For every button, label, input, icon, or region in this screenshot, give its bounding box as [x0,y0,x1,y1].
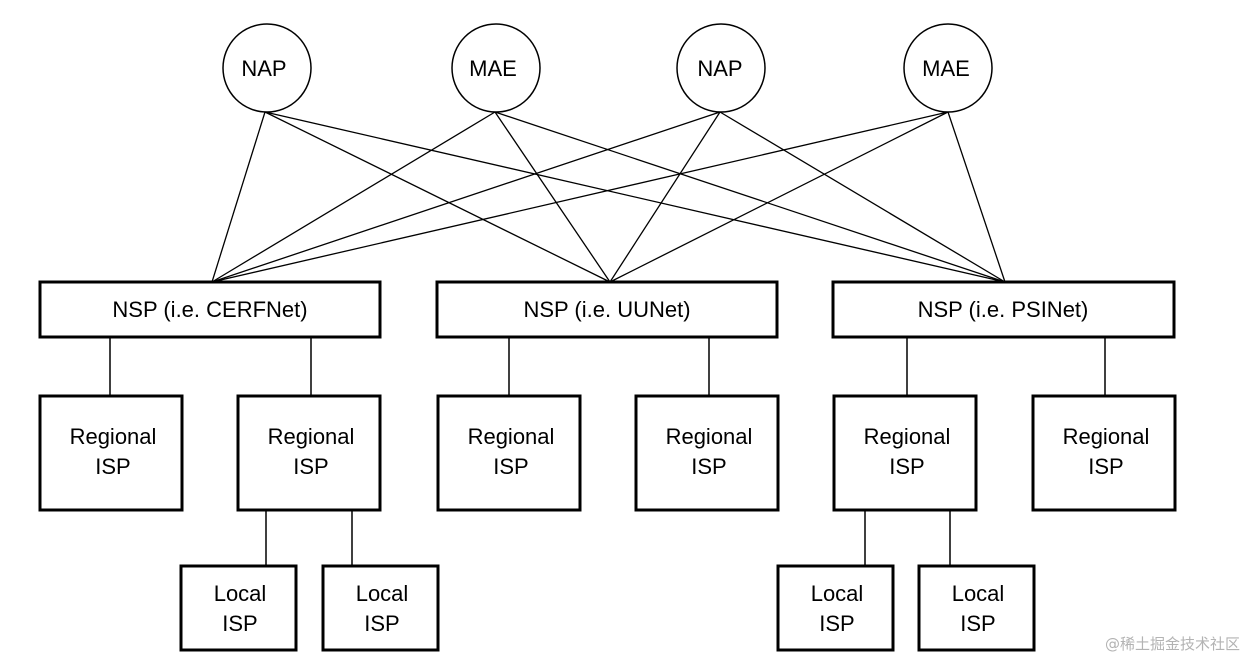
local-isp-label-line1: Local [811,581,864,606]
exchange-point-nap-2: NAP [676,23,766,113]
regional-isp-box: Regional ISP [436,394,582,512]
regional-isp-label-line2: ISP [293,454,328,479]
regional-isp-label-line1: Regional [1063,424,1150,449]
regional-isp-label-line1: Regional [666,424,753,449]
nsp-label: NSP (i.e. UUNet) [523,297,690,322]
link-mae1-nsp2 [494,111,611,283]
exchange-point-mae-1: MAE [451,23,541,113]
link-mae2-nsp2 [609,111,949,283]
exchange-point-nap-1: NAP [222,23,312,113]
watermark-text: @稀土掘金技术社区 [1104,635,1240,653]
exchange-point-label: MAE [922,56,970,81]
exchange-point-mae-2: MAE [903,23,993,113]
regional-isp-label-line1: Regional [864,424,951,449]
link-nap1-nsp2 [264,111,611,283]
regional-isp-box: Regional ISP [236,394,382,512]
local-isp-box: Local ISP [917,564,1036,652]
link-nap1-nsp1 [211,111,266,283]
exchange-links [211,111,1006,283]
link-nap2-nsp3 [719,111,1006,283]
regional-isp-box: Regional ISP [38,394,184,512]
regional-isp-label-line1: Regional [468,424,555,449]
link-mae2-nsp1 [211,111,949,283]
nsp-box-uunet: NSP (i.e. UUNet) [435,280,779,339]
exchange-point-label: NAP [697,56,742,81]
nsp-box-cerfnet: NSP (i.e. CERFNet) [38,280,382,339]
regional-isp-label-line1: Regional [70,424,157,449]
link-mae1-nsp1 [211,111,496,283]
local-isp-label-line2: ISP [819,611,854,636]
regional-isp-label-line2: ISP [1088,454,1123,479]
local-isp-label-line1: Local [952,581,1005,606]
link-mae2-nsp3 [947,111,1006,283]
local-isp-box: Local ISP [321,564,440,652]
link-nap2-nsp1 [211,111,721,283]
local-isp-box: Local ISP [776,564,895,652]
link-nap1-nsp3 [264,111,1006,283]
local-isp-label-line1: Local [214,581,267,606]
regional-isp-label-line2: ISP [493,454,528,479]
regional-isp-box: Regional ISP [634,394,780,512]
link-mae1-nsp3 [494,111,1006,283]
regional-isp-label-line1: Regional [268,424,355,449]
nsp-label: NSP (i.e. PSINet) [918,297,1089,322]
regional-isp-box: Regional ISP [1031,394,1177,512]
local-isp-label-line2: ISP [960,611,995,636]
exchange-point-label: NAP [241,56,286,81]
regional-isp-label-line2: ISP [691,454,726,479]
tree-links [109,337,1106,566]
link-nap2-nsp2 [609,111,721,283]
regional-isp-box: Regional ISP [832,394,978,512]
nsp-label: NSP (i.e. CERFNet) [112,297,307,322]
exchange-point-label: MAE [469,56,517,81]
regional-isp-label-line2: ISP [95,454,130,479]
local-isp-label-line2: ISP [364,611,399,636]
regional-isp-label-line2: ISP [889,454,924,479]
nsp-box-psinet: NSP (i.e. PSINet) [831,280,1176,339]
local-isp-box: Local ISP [179,564,298,652]
local-isp-label-line1: Local [356,581,409,606]
local-isp-label-line2: ISP [222,611,257,636]
